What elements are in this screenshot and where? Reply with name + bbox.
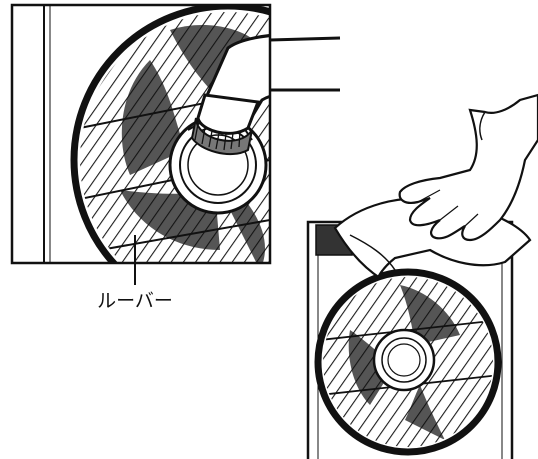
hand-with-cloth-icon [335, 95, 538, 279]
louver-label: ルーバー [97, 290, 173, 312]
vacuum-hose [270, 38, 340, 90]
wipe-cleaning-figure [308, 95, 538, 459]
